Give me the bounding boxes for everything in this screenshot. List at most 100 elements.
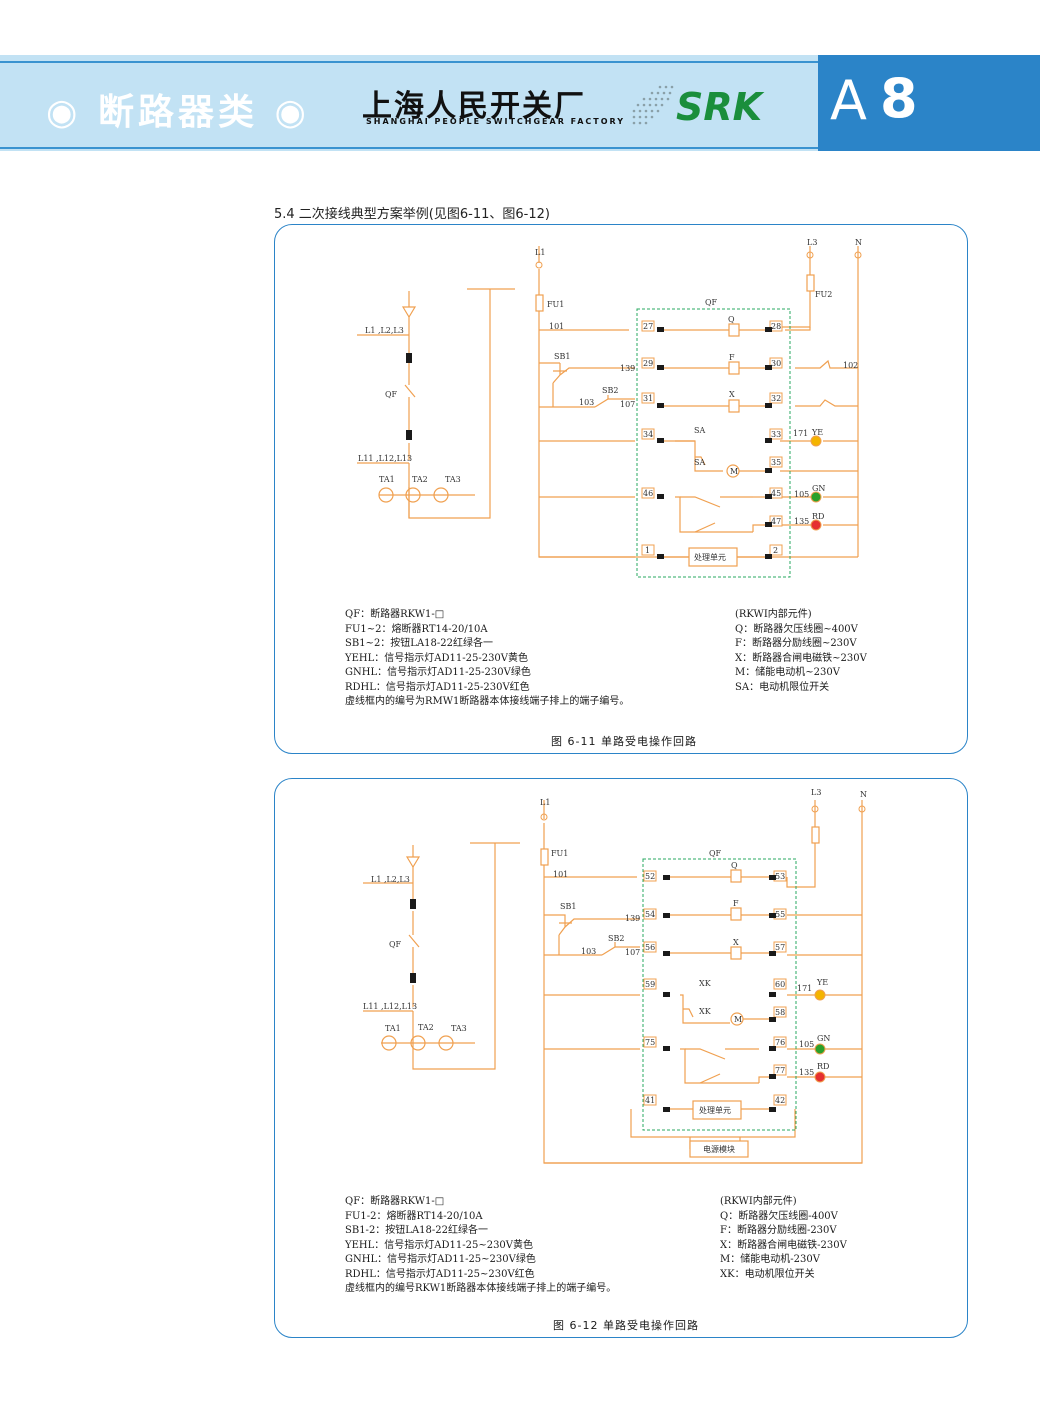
terminal-29: 29 xyxy=(643,359,653,368)
legend-item: Q：断路器欠压线圈-400V xyxy=(720,1210,838,1222)
lamp-label-RD: RD xyxy=(812,512,824,521)
legend-item: F：断路器分励线圈~230V xyxy=(735,638,857,649)
label-X: X xyxy=(729,390,735,399)
terminal-58: 58 xyxy=(775,1008,785,1017)
label-L3: L3 xyxy=(807,238,817,247)
legend-item: YEHL：信号指示灯AD11-25~230V黄色 xyxy=(345,1239,534,1251)
figure-6-12-panel: L1 L3 N FU1 QF 101 103 107 139 171 105 1… xyxy=(274,778,968,1338)
qf-side-label: QF xyxy=(389,940,402,949)
terminal-52: 52 xyxy=(645,872,655,881)
label-QF: QF xyxy=(705,298,718,307)
label-SB2: SB2 xyxy=(608,934,624,943)
terminal-41: 41 xyxy=(645,1096,655,1105)
legend-item: 虚线框内的编号为RMW1断路器本体接线端子排上的端子编号。 xyxy=(345,696,630,707)
terminal-59: 59 xyxy=(645,980,655,989)
terminal-54: 54 xyxy=(645,910,655,919)
terminal-28: 28 xyxy=(771,322,781,331)
terminal-77: 77 xyxy=(775,1066,785,1075)
wire-135: 135 xyxy=(794,517,809,526)
legend-item: 虚线框内的编号RKW1断路器本体接线端子排上的端子编号。 xyxy=(345,1283,617,1294)
qf-dashed-box xyxy=(642,858,797,1131)
legend-item: (RKWI内部元件) xyxy=(720,1196,797,1207)
lamp-label-GN: GN xyxy=(812,484,825,493)
header-band xyxy=(0,55,818,151)
wire-105: 105 xyxy=(799,1040,814,1049)
section-title: 5.4 二次接线典型方案举例(见图6-11、图6-12) xyxy=(274,207,550,222)
label-TA2: TA2 xyxy=(412,475,428,484)
terminal-32: 32 xyxy=(771,394,781,403)
figure-6-11-panel: L1 L3 N FU1 FU2 QF 101 102 103 107 139 1… xyxy=(274,224,968,754)
header-top-rule xyxy=(0,61,818,63)
wire-103: 103 xyxy=(581,947,596,956)
terminal-30: 30 xyxy=(771,359,781,368)
wire-107: 107 xyxy=(620,400,635,409)
legend-item: X：断路器合闸电磁铁~230V xyxy=(735,652,867,664)
legend-item: SB1-2：按钮LA18-22红绿各一 xyxy=(345,1225,488,1236)
terminal-46: 46 xyxy=(643,489,653,498)
wire-105: 105 xyxy=(794,490,809,499)
figure-caption-6-12: 图 6-12 单路受电操作回路 xyxy=(553,1319,699,1332)
terminal-55: 55 xyxy=(775,910,785,919)
terminal-60: 60 xyxy=(775,980,785,989)
legend-item: (RKWI内部元件) xyxy=(735,609,812,620)
label-F: F xyxy=(733,899,739,908)
terminal-57: 57 xyxy=(775,943,785,952)
terminal-53: 53 xyxy=(775,872,785,881)
label-Q: Q xyxy=(731,861,738,870)
wire-103: 103 xyxy=(579,398,594,407)
terminal-1: 1 xyxy=(645,546,650,555)
qf-side-label: QF xyxy=(385,390,398,399)
legend-left-6-12: QF：断路器RKW1-□ FU1-2：熔断器RT14-20/10A SB1-2：… xyxy=(345,1195,616,1297)
legend-item: X：断路器合闸电磁铁-230V xyxy=(720,1239,847,1251)
label-FU2: FU2 xyxy=(815,290,832,299)
terminal-45: 45 xyxy=(771,489,781,498)
circuit-diagram-6-11: L1 L3 N FU1 FU2 QF 101 102 103 107 139 1… xyxy=(357,238,862,578)
wire-107: 107 xyxy=(625,948,640,957)
label-SB2: SB2 xyxy=(602,386,618,395)
legend-right-6-11: (RKWI内部元件) Q：断路器欠压线圈~400V F：断路器分励线圈~230V… xyxy=(735,608,867,695)
wire-171: 171 xyxy=(797,984,812,993)
bus2-label: L11 ,L12,L13 xyxy=(363,1002,417,1011)
lamp-label-YE: YE xyxy=(816,978,828,987)
wire-135: 135 xyxy=(799,1068,814,1077)
label-XK-2: XK xyxy=(699,1007,712,1016)
terminal-2: 2 xyxy=(773,546,778,555)
label-XK-1: XK xyxy=(699,979,712,988)
label-SB1: SB1 xyxy=(554,352,570,361)
label-FU1: FU1 xyxy=(547,300,564,309)
power-module-label: 电源模块 xyxy=(703,1144,735,1154)
label-L1: L1 xyxy=(540,798,550,807)
legend-item: RDHL：信号指示灯AD11-25-230V红色 xyxy=(345,681,530,693)
page-header: ◉ 断路器类 ◉ 上海人民开关厂 SHANGHAI PEOPLE SWITCHG… xyxy=(0,55,1040,151)
wire-101: 101 xyxy=(549,322,564,331)
motor-label: M xyxy=(734,1015,742,1024)
legend-item: FU1-2：熔断器RT14-20/10A xyxy=(345,1210,483,1222)
label-QF: QF xyxy=(709,849,722,858)
terminal-33: 33 xyxy=(771,430,781,439)
page-letter: A xyxy=(830,69,867,132)
company-name-en: SHANGHAI PEOPLE SWITCHGEAR FACTORY xyxy=(366,117,626,126)
legend-item: QF：断路器RKW1-□ xyxy=(345,1196,445,1207)
terminal-labels xyxy=(641,320,783,556)
label-L1: L1 xyxy=(535,248,545,257)
company-name: 上海人民开关厂 xyxy=(362,89,586,124)
terminal-47: 47 xyxy=(771,517,781,526)
lamp-label-GN: GN xyxy=(817,1034,830,1043)
category-title: ◉ 断路器类 ◉ xyxy=(46,92,310,133)
bus-label: L1 ,L2,L3 xyxy=(371,875,410,884)
label-N: N xyxy=(855,238,862,247)
wire-101: 101 xyxy=(553,870,568,879)
label-TA1: TA1 xyxy=(379,475,395,484)
label-TA3: TA3 xyxy=(451,1024,467,1033)
processing-unit-label: 处理单元 xyxy=(699,1105,731,1115)
legend-item: GNHL：信号指示灯AD11-25~230V绿色 xyxy=(345,1254,536,1265)
circuit-diagram-6-12: L1 L3 N FU1 QF 101 103 107 139 171 105 1… xyxy=(363,788,867,1164)
bus-label: L1 ,L2,L3 xyxy=(365,326,404,335)
terminal-56: 56 xyxy=(645,943,655,952)
label-L3: L3 xyxy=(811,788,821,797)
page-number: 8 xyxy=(880,67,918,130)
legend-item: YEHL：信号指示灯AD11-25-230V黄色 xyxy=(345,652,529,664)
processing-unit-label: 处理单元 xyxy=(694,552,726,562)
bus2-label: L11 ,L12,L13 xyxy=(358,454,412,463)
legend-item: M：储能电动机~230V xyxy=(735,667,840,678)
